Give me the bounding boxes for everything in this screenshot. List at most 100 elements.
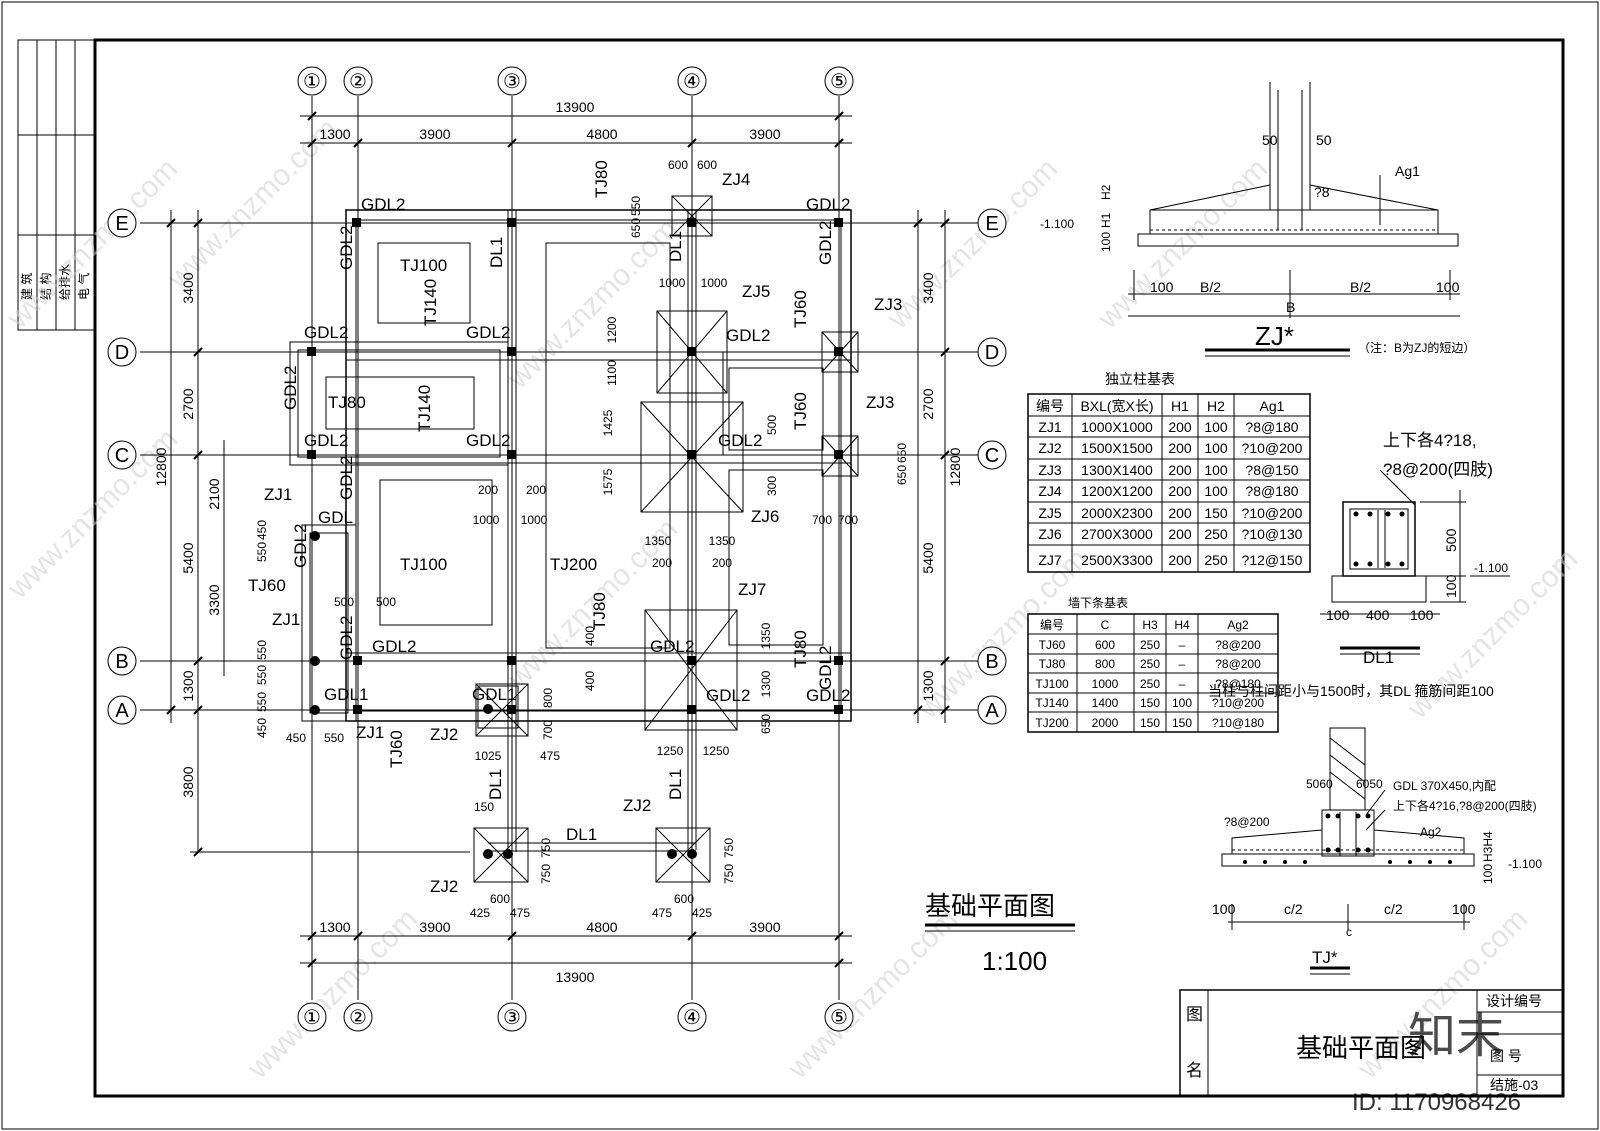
zj-dim-100a: 100	[1150, 279, 1174, 295]
label-zj2: ZJ2	[623, 796, 651, 815]
label-tj60: TJ60	[791, 290, 810, 328]
small-dim: 1025	[475, 749, 502, 763]
small-dim: 600	[697, 158, 717, 172]
label-zj3: ZJ3	[866, 393, 894, 412]
axis-label-3-bottom: ③	[503, 1007, 521, 1029]
tj-td: –	[1179, 657, 1186, 671]
label-gdl2: GDL2	[816, 646, 835, 690]
label-tj200: TJ200	[550, 555, 597, 574]
tj-dim-100b: 100	[1452, 901, 1476, 917]
axis-label-e-left: E	[115, 213, 128, 235]
label-zj4: ZJ4	[722, 170, 750, 189]
label-tj140: TJ140	[421, 279, 440, 326]
zj-td: ZJ4	[1038, 483, 1062, 499]
label-gdl2: GDL2	[304, 323, 348, 342]
axis-label-2-bottom: ②	[349, 1007, 367, 1029]
small-dim: 750	[539, 864, 553, 884]
tj-td: 250	[1140, 657, 1160, 671]
label-tj80: TJ80	[592, 160, 611, 198]
label-dl1: DL1	[486, 769, 505, 800]
zj-d100: 100	[1099, 232, 1113, 252]
tj-td: 250	[1140, 677, 1160, 691]
label-dl1: DL1	[666, 231, 685, 262]
label-tj140: TJ140	[415, 385, 434, 432]
tj-td: –	[1179, 638, 1186, 652]
label-gdl2: GDL2	[361, 195, 405, 214]
label-gdl2: GDL2	[816, 221, 835, 265]
dim-right-total: 12800	[947, 447, 963, 486]
zj-dim-b-half-1: B/2	[1200, 279, 1221, 295]
label-zj5: ZJ5	[742, 282, 770, 301]
zj-th: Ag1	[1260, 398, 1285, 414]
axis-label-4-top: ④	[683, 71, 701, 93]
dl1-detail-note: 当柱与柱间距小与1500时，其DL 箍筋间距100	[1208, 683, 1494, 699]
signoff-label-struct: 结 构	[38, 273, 53, 300]
small-dim: 700	[812, 513, 832, 527]
dim-top-1: 1300	[319, 126, 350, 142]
tj-detail-texts: 5060 6050 GDL 370X450,内配 上下各4?16,?8@200(…	[1212, 777, 1542, 967]
tj-td: 150	[1172, 716, 1192, 730]
small-dim: 1350	[709, 534, 736, 548]
label-gdl2: GDL2	[337, 456, 356, 500]
zj-td: 250	[1204, 526, 1228, 542]
small-dim: 150	[474, 800, 494, 814]
label-dl1: DL1	[566, 825, 597, 844]
dl1-dim-500: 500	[1443, 528, 1459, 552]
label-gdl2: GDL2	[726, 326, 770, 345]
zj-td: 2700X3000	[1081, 526, 1153, 542]
tj-td: 1400	[1092, 696, 1119, 710]
small-dim: 800	[541, 688, 555, 708]
small-dim: 425	[470, 906, 490, 920]
tj-td: TJ100	[1035, 677, 1069, 691]
small-dim: 200	[478, 483, 498, 497]
label-zj2: ZJ2	[430, 877, 458, 896]
dim-bottom-total: 13900	[556, 969, 595, 985]
dl1-dim-100: 100	[1443, 574, 1459, 598]
small-dim: 1350	[645, 534, 672, 548]
small-dim: 1575	[601, 468, 615, 495]
zj-td: 250	[1204, 552, 1228, 568]
label-zj7: ZJ7	[738, 580, 766, 599]
zj-td: 200	[1168, 483, 1192, 499]
tj-dim-100: 100	[1481, 864, 1495, 884]
dimension-ticks	[166, 111, 950, 968]
zj-td: ZJ1	[1038, 419, 1062, 435]
axis-label-4-bottom: ④	[683, 1007, 701, 1029]
zj-td: 200	[1168, 505, 1192, 521]
title-block-texts: 图 名 基础平面图 设计编号 图 号 结施-03	[1186, 993, 1542, 1093]
tj-th: 编号	[1040, 617, 1064, 632]
dim-top-4: 3900	[749, 126, 780, 142]
tj-th: H4	[1174, 618, 1190, 632]
dim-right-4: 1300	[920, 670, 936, 701]
small-dim: 1000	[659, 276, 686, 290]
tj-td: TJ140	[1035, 696, 1069, 710]
small-dim: 1000	[521, 513, 548, 527]
axis-label-1-bottom: ①	[303, 1007, 321, 1029]
dl1-dim-b2: 400	[1366, 607, 1390, 623]
small-dim: 500	[334, 595, 354, 609]
signoff-column	[17, 39, 96, 331]
zj-td: 1200X1200	[1081, 483, 1153, 499]
small-dim: 650	[629, 218, 643, 238]
dl1-detail-title: DL1	[1363, 648, 1394, 667]
title-block-design-no-label: 设计编号	[1486, 993, 1542, 1009]
dim-left-3: 5400	[180, 542, 196, 573]
axis-label-d-left: D	[115, 342, 129, 364]
axis-label-2-top: ②	[349, 71, 367, 93]
label-gdl2: GDL2	[291, 524, 310, 568]
label-gdl2: GDL2	[466, 323, 510, 342]
label-tj80: TJ80	[791, 630, 810, 668]
title-block-sheet-no: 结施-03	[1490, 1077, 1538, 1093]
watermark-logo: 知末	[1408, 1010, 1504, 1063]
zj-detail-title: ZJ*	[1255, 321, 1294, 351]
tj-td: 600	[1095, 638, 1115, 652]
label-tj80: TJ80	[328, 393, 366, 412]
zj-th: H1	[1171, 398, 1189, 414]
label-tj100: TJ100	[400, 555, 447, 574]
small-dim: 200	[712, 556, 732, 570]
tj-td: 250	[1140, 638, 1160, 652]
small-dim: 300	[765, 476, 779, 496]
watermark-text: www.znzmo.com	[881, 152, 1064, 335]
zj-td: ?8@180	[1245, 483, 1298, 499]
